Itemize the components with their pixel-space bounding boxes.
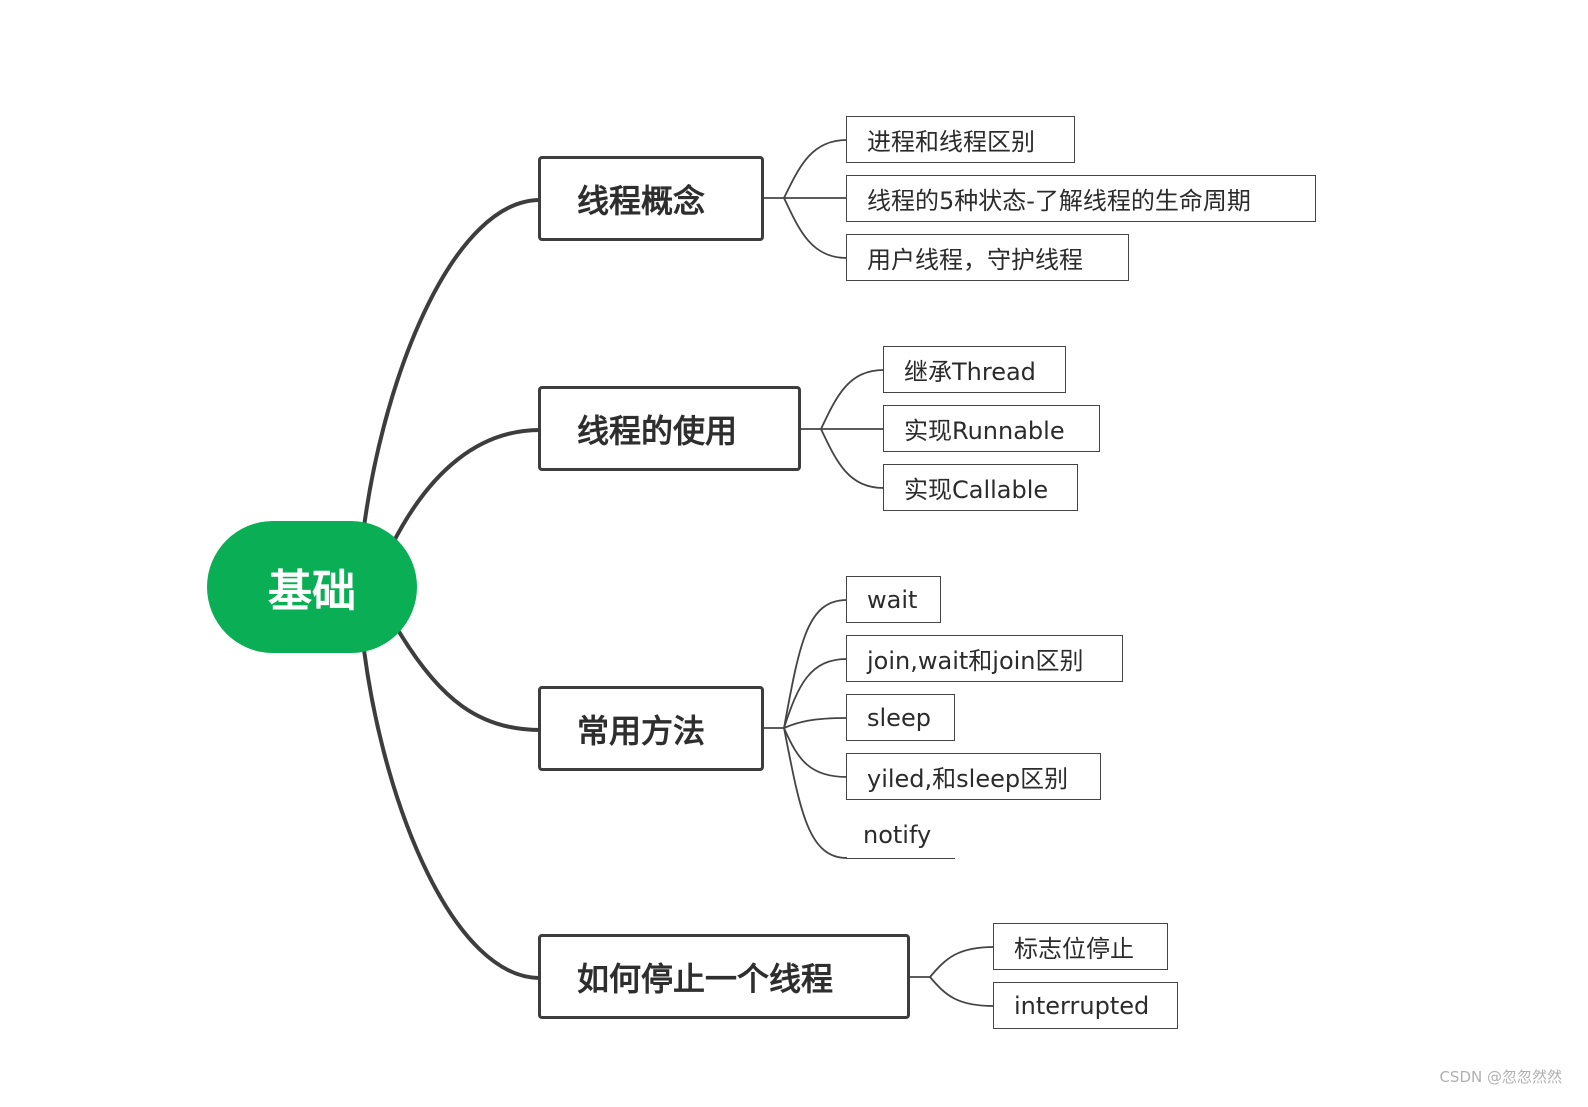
leaf-extend-thread[interactable]: 继承Thread: [883, 346, 1066, 393]
leaf-interrupted[interactable]: interrupted: [993, 982, 1178, 1029]
leaf-label: 线程的5种状态-了解线程的生命周期: [867, 187, 1251, 215]
leaf-sleep[interactable]: sleep: [846, 694, 955, 741]
leaf-connectors: [764, 139, 995, 1007]
connector-b1-leaf-3: [783, 197, 848, 259]
branch-thread-concept[interactable]: 线程概念: [538, 156, 764, 241]
leaf-thread-states[interactable]: 线程的5种状态-了解线程的生命周期: [846, 175, 1316, 222]
branch-stop-thread[interactable]: 如何停止一个线程: [538, 934, 910, 1019]
branch-label: 如何停止一个线程: [577, 959, 834, 998]
leaf-label: 实现Runnable: [904, 417, 1065, 445]
leaf-yield-vs-sleep[interactable]: yiled,和sleep区别: [846, 753, 1101, 800]
connector-b4-leaf-2: [929, 976, 995, 1007]
root-label: 基础: [268, 566, 356, 617]
branch-thread-usage[interactable]: 线程的使用: [538, 386, 801, 471]
connector-b2-leaf-1: [820, 369, 885, 430]
root-node[interactable]: 基础: [207, 521, 417, 653]
root-connectors: [362, 198, 542, 980]
leaf-implement-callable[interactable]: 实现Callable: [883, 464, 1078, 511]
connector-root-branch-3: [396, 628, 542, 732]
connector-root-branch-2: [390, 428, 542, 547]
connector-root-branch-4: [362, 648, 542, 980]
connector-b4-leaf-1: [929, 946, 995, 978]
leaf-wait[interactable]: wait: [846, 576, 941, 623]
leaf-label: 继承Thread: [904, 358, 1036, 386]
connector-b3-leaf-3: [783, 717, 848, 729]
leaf-user-daemon-threads[interactable]: 用户线程，守护线程: [846, 234, 1129, 281]
connector-b2-leaf-3: [820, 428, 885, 489]
branch-label: 线程概念: [577, 181, 706, 220]
connector-b1-leaf-1: [783, 139, 848, 199]
leaf-notify[interactable]: notify: [846, 812, 955, 859]
leaf-process-vs-thread[interactable]: 进程和线程区别: [846, 116, 1075, 163]
connector-b3-leaf-2: [783, 658, 848, 729]
leaf-label: join,wait和join区别: [867, 647, 1084, 675]
leaf-label: wait: [867, 585, 918, 614]
leaf-label: yiled,和sleep区别: [867, 765, 1069, 793]
connector-b3-leaf-1: [783, 599, 848, 729]
leaf-label: sleep: [867, 703, 931, 732]
connector-b3-leaf-5: [783, 727, 848, 859]
connector-b3-leaf-4: [783, 727, 848, 778]
leaf-label: 进程和线程区别: [867, 128, 1035, 156]
leaf-label: 用户线程，守护线程: [867, 246, 1083, 274]
branch-label: 线程的使用: [577, 411, 738, 450]
leaf-label: 标志位停止: [1014, 935, 1134, 963]
branch-common-methods[interactable]: 常用方法: [538, 686, 764, 771]
branch-label: 常用方法: [577, 711, 706, 750]
connector-root-branch-1: [362, 198, 542, 529]
leaf-label: interrupted: [1014, 991, 1150, 1020]
leaf-join-vs-wait[interactable]: join,wait和join区别: [846, 635, 1123, 682]
leaf-label: notify: [863, 821, 932, 849]
watermark: CSDN @忽忽然然: [1439, 1068, 1562, 1086]
leaf-flag-stop[interactable]: 标志位停止: [993, 923, 1168, 970]
leaf-implement-runnable[interactable]: 实现Runnable: [883, 405, 1100, 452]
leaf-label: 实现Callable: [904, 476, 1049, 504]
